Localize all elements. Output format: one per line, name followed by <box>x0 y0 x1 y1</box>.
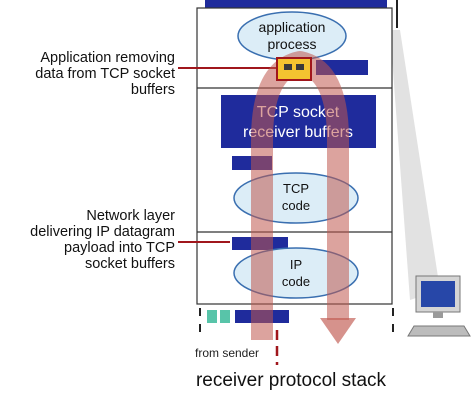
packet-detail-1 <box>284 64 292 70</box>
computer-icon <box>407 275 471 337</box>
stack-title: receiver protocol stack <box>195 370 387 391</box>
link-frame-teal-1 <box>207 310 217 323</box>
annotation-app-removing: Application removing data from TCP socke… <box>35 50 175 98</box>
ip-code-label-1: IP <box>290 257 302 272</box>
tcp-code-label-2: code <box>282 198 310 213</box>
process-label: process <box>267 36 316 52</box>
flow-arrow-head <box>320 318 356 344</box>
from-sender-label: from sender <box>195 346 260 360</box>
packet-detail-2 <box>296 64 304 70</box>
ip-code-label-2: code <box>282 274 310 289</box>
link-frame-teal-2 <box>220 310 230 323</box>
top-blue-box <box>205 0 387 8</box>
tcp-buffers-label-1: TCP socket <box>257 104 340 121</box>
application-label: application <box>259 19 326 35</box>
tcp-code-label-1: TCP <box>283 181 309 196</box>
annotation-network-layer: Network layer delivering IP datagram pay… <box>30 208 175 272</box>
tcp-socket-receiver-buffers <box>221 95 376 148</box>
perspective-shadow <box>390 30 440 300</box>
yellow-packet <box>276 57 312 81</box>
